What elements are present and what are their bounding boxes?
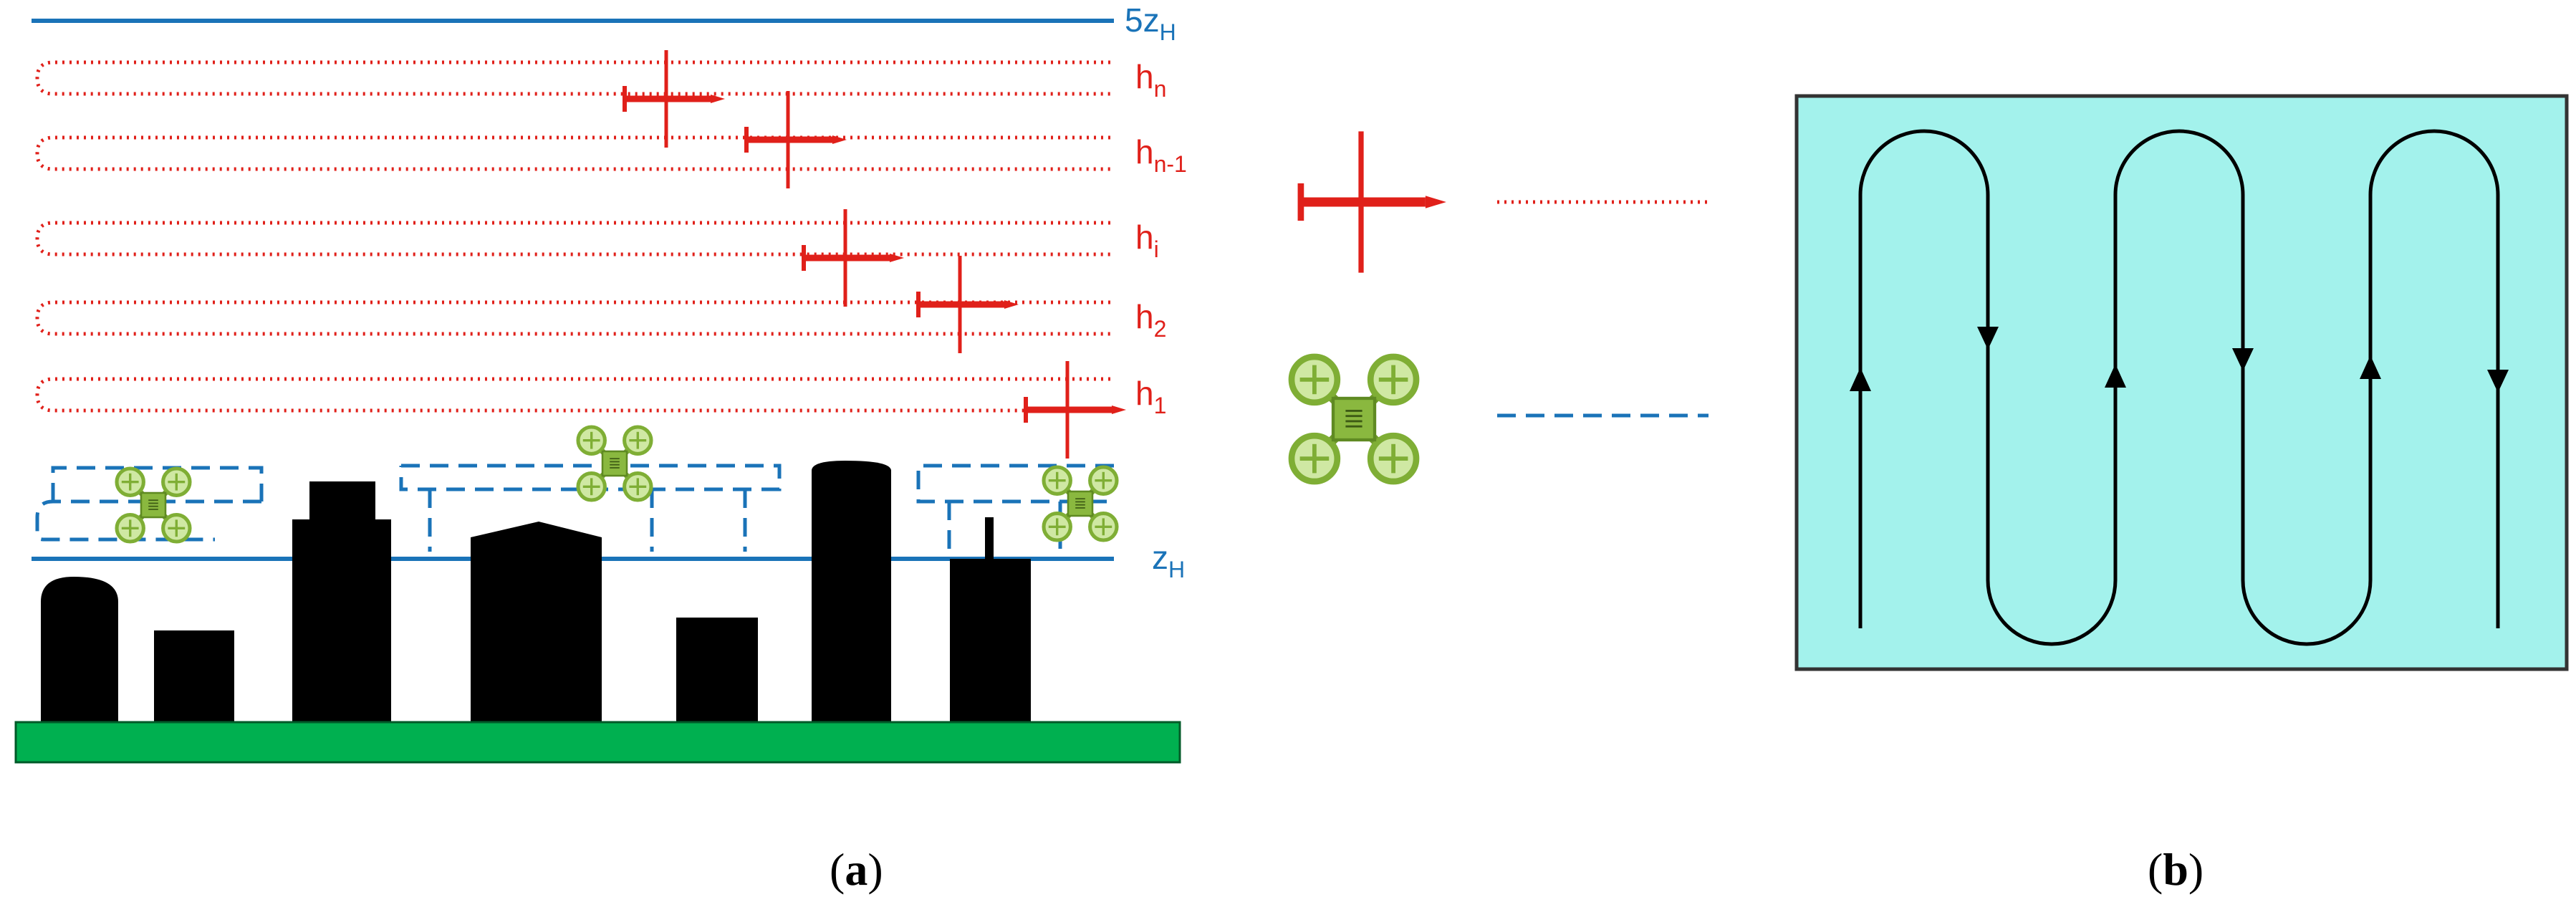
fixed-wing-aircraft-icon: [918, 256, 1019, 353]
drone-path-middle: [399, 464, 782, 552]
top-level-label: 5zH: [1125, 1, 1176, 45]
panel-a-label: (a): [830, 844, 883, 895]
legend: [1292, 131, 1708, 481]
quadcopter-drone-icon: [578, 427, 651, 500]
fixed-wing-aircraft-icon: [1301, 131, 1446, 272]
building: [292, 519, 391, 725]
down-arrow-icon: [1977, 327, 1999, 350]
building: [309, 481, 375, 524]
building: [950, 559, 1031, 725]
quadcopter-drone-icon: [117, 469, 190, 542]
panel-a: 5zH hn hn-1 hi h2 h1: [14, 1, 1187, 895]
flight-level-label-h1: h1: [1135, 375, 1166, 418]
flight-level-label-hi: hi: [1135, 219, 1159, 262]
flight-loop-hn-1: [35, 135, 1110, 171]
drone-path-left: [35, 466, 264, 542]
lawnmower-path: [1858, 129, 2500, 646]
building: [471, 522, 602, 725]
bottom-level-label: zH: [1152, 539, 1185, 582]
ground: [14, 721, 1181, 764]
quadcopter-drone-icon: [1292, 357, 1416, 481]
building: [41, 577, 118, 725]
building: [985, 517, 994, 560]
up-arrow-icon: [2105, 364, 2126, 388]
flight-level-label-hn: hn: [1135, 58, 1166, 102]
up-arrow-icon: [1850, 368, 1871, 391]
building: [154, 630, 234, 725]
down-arrow-icon: [2232, 348, 2254, 371]
survey-field: [1794, 94, 2569, 671]
fixed-wing-aircraft-icon: [746, 91, 847, 188]
flight-loop-hn: [35, 60, 1110, 96]
drone-path-right: [916, 464, 1114, 552]
flight-loop-h2: [35, 300, 1110, 336]
fixed-wing-aircraft-icon: [804, 209, 904, 307]
flight-level-label-hn-1: hn-1: [1135, 133, 1187, 177]
fixed-wing-aircraft-icon: [625, 50, 725, 148]
flight-level-label-h2: h2: [1135, 298, 1166, 342]
building: [676, 618, 758, 725]
down-arrow-icon: [2487, 370, 2509, 393]
up-arrow-icon: [2360, 355, 2381, 379]
panel-b-label: (b): [2148, 844, 2203, 895]
building-skyline: [41, 461, 1031, 725]
flight-loop-hi: [35, 221, 1110, 256]
flight-loop-h1: [35, 377, 1110, 413]
fixed-wing-aircraft-icon: [1026, 361, 1126, 459]
panel-b: (b): [1794, 94, 2569, 895]
building: [812, 461, 891, 725]
quadcopter-drone-icon: [1044, 467, 1117, 540]
